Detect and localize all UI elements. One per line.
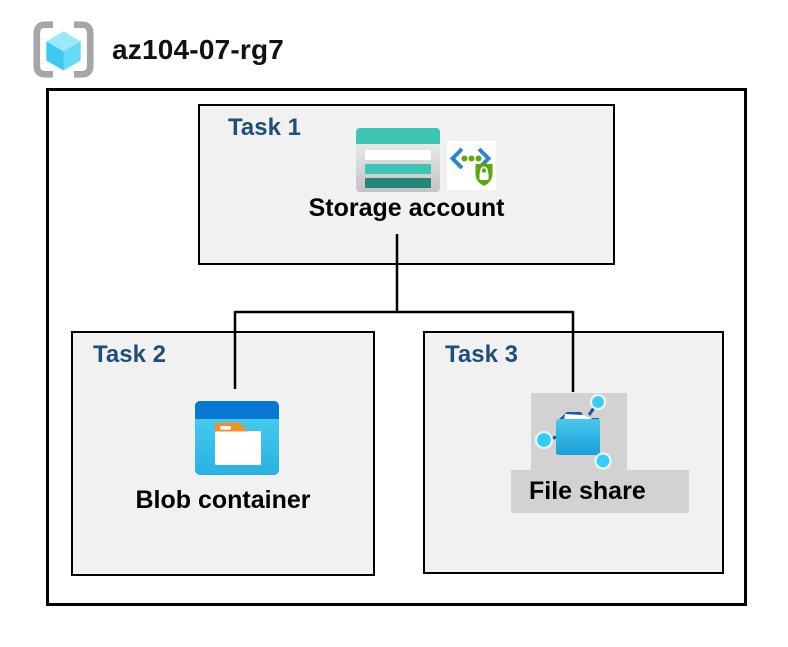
task1-box: Task 1 Storage account (198, 104, 615, 265)
resource-group-header: az104-07-rg7 (32, 19, 284, 80)
storage-account-icon (356, 128, 440, 192)
storage-account-label: Storage account (308, 194, 505, 222)
resource-group-icon (33, 21, 94, 78)
file-share-label-highlight: File share (511, 470, 689, 513)
file-share-icon (531, 393, 627, 472)
secure-endpoint-badge-icon (447, 141, 496, 190)
task2-box: Task 2 Blob container (71, 331, 375, 576)
task1-label: Task 1 (228, 114, 301, 141)
blob-container-label: Blob container (135, 486, 311, 514)
file-share-label: File share (529, 477, 646, 505)
task2-label: Task 2 (93, 341, 166, 368)
task3-box: Task 3 File share (423, 331, 724, 574)
resource-group-name: az104-07-rg7 (112, 33, 285, 65)
task3-label: Task 3 (445, 341, 518, 368)
blob-container-icon (195, 401, 279, 475)
